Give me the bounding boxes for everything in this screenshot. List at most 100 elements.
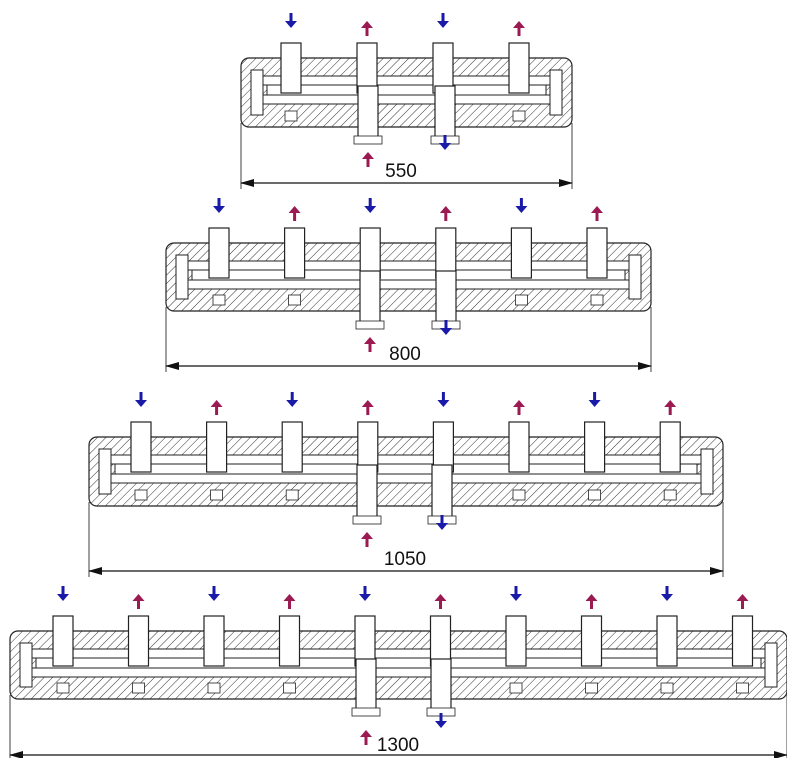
manifold-1050: 1050: [88, 392, 724, 577]
inner-rail: [266, 84, 547, 96]
port-foot: [56, 682, 70, 694]
supply-channel: [108, 454, 704, 465]
arrow-down-icon: [440, 320, 452, 335]
supply-channel: [260, 75, 553, 86]
arrow-up-icon: [364, 337, 376, 352]
port-foot: [212, 294, 226, 306]
outlet-fitting: [352, 515, 382, 525]
port-pipe: [505, 615, 527, 667]
arrow-up-icon: [210, 400, 223, 415]
outlet-port: [359, 270, 381, 328]
arrow-up-icon: [283, 594, 296, 609]
arrow-up-icon: [439, 206, 452, 221]
port-foot: [588, 489, 601, 501]
port-pipe: [586, 227, 608, 279]
port-foot: [284, 110, 298, 122]
arrow-down-icon: [510, 586, 522, 601]
right-end-cap: [628, 254, 642, 300]
port-foot: [283, 682, 296, 694]
outlet-fitting: [353, 135, 383, 145]
arrow-up-icon: [288, 206, 301, 221]
port-foot: [207, 682, 221, 694]
port-pipe: [208, 227, 230, 279]
port-foot: [590, 294, 604, 306]
port-foot: [512, 110, 526, 122]
port-pipe: [130, 421, 152, 473]
manifold-1300: 1300: [9, 586, 787, 758]
arrow-up-icon: [585, 594, 598, 609]
port-pipe: [203, 615, 225, 667]
outlet-port: [355, 658, 377, 715]
port-pipe: [206, 421, 228, 473]
inner-rail: [191, 269, 626, 281]
port-pipe: [278, 615, 301, 667]
outlet-port: [430, 658, 452, 715]
port-pipe: [508, 421, 530, 473]
width-label: 800: [389, 344, 421, 365]
left-end-cap: [175, 254, 189, 300]
port-pipe: [127, 615, 150, 667]
right-end-cap: [549, 69, 563, 116]
arrow-up-icon: [513, 21, 525, 36]
arrow-down-icon: [437, 13, 449, 28]
arrow-down-icon: [57, 586, 69, 601]
return-channel: [108, 473, 704, 484]
arrow-up-icon: [434, 594, 447, 609]
manifold-550: 550: [240, 13, 573, 189]
arrow-up-icon: [664, 400, 677, 415]
port-foot: [512, 489, 526, 501]
arrow-down-icon: [364, 198, 377, 213]
port-pipe: [731, 615, 754, 667]
port-pipe: [281, 421, 303, 473]
arrow-up-icon: [361, 400, 374, 415]
arrow-up-icon: [736, 594, 749, 609]
left-end-cap: [250, 69, 264, 116]
arrow-up-icon: [513, 400, 525, 415]
port-foot: [288, 294, 302, 306]
arrow-down-icon: [436, 515, 448, 530]
arrow-up-icon: [361, 532, 373, 547]
port-pipe: [580, 615, 603, 667]
port-pipe: [510, 227, 532, 279]
outlet-fitting: [351, 707, 381, 717]
arrow-up-icon: [361, 21, 373, 36]
port-pipe: [656, 615, 678, 667]
port-pipe: [659, 421, 681, 473]
arrow-up-icon: [132, 594, 145, 609]
outlet-port: [431, 464, 453, 523]
arrow-down-icon: [213, 198, 225, 213]
arrow-up-icon: [362, 152, 374, 167]
port-pipe: [284, 227, 306, 279]
outlet-port: [435, 270, 457, 328]
port-foot: [660, 682, 674, 694]
port-foot: [585, 682, 598, 694]
return-channel: [29, 667, 768, 678]
port-foot: [134, 489, 148, 501]
arrow-down-icon: [208, 586, 220, 601]
right-end-cap: [764, 642, 778, 688]
port-pipe: [583, 421, 606, 473]
width-label: 1300: [377, 735, 419, 756]
left-end-cap: [98, 448, 112, 495]
inner-rail: [114, 463, 698, 475]
arrow-down-icon: [435, 713, 447, 728]
manifold-800: 800: [165, 198, 652, 372]
port-foot: [509, 682, 523, 694]
right-end-cap: [700, 448, 714, 495]
left-end-cap: [19, 642, 33, 688]
port-foot: [736, 682, 749, 694]
inner-rail: [35, 657, 762, 669]
arrow-down-icon: [661, 586, 673, 601]
port-foot: [132, 682, 145, 694]
arrow-down-icon: [437, 392, 450, 407]
port-foot: [285, 489, 299, 501]
outlet-port: [434, 85, 456, 143]
port-foot: [515, 294, 528, 306]
arrow-down-icon: [285, 13, 297, 28]
width-label: 1050: [384, 549, 426, 570]
arrow-down-icon: [439, 135, 451, 150]
width-label: 550: [385, 161, 417, 182]
arrow-up-icon: [360, 730, 372, 745]
arrow-down-icon: [135, 392, 147, 407]
